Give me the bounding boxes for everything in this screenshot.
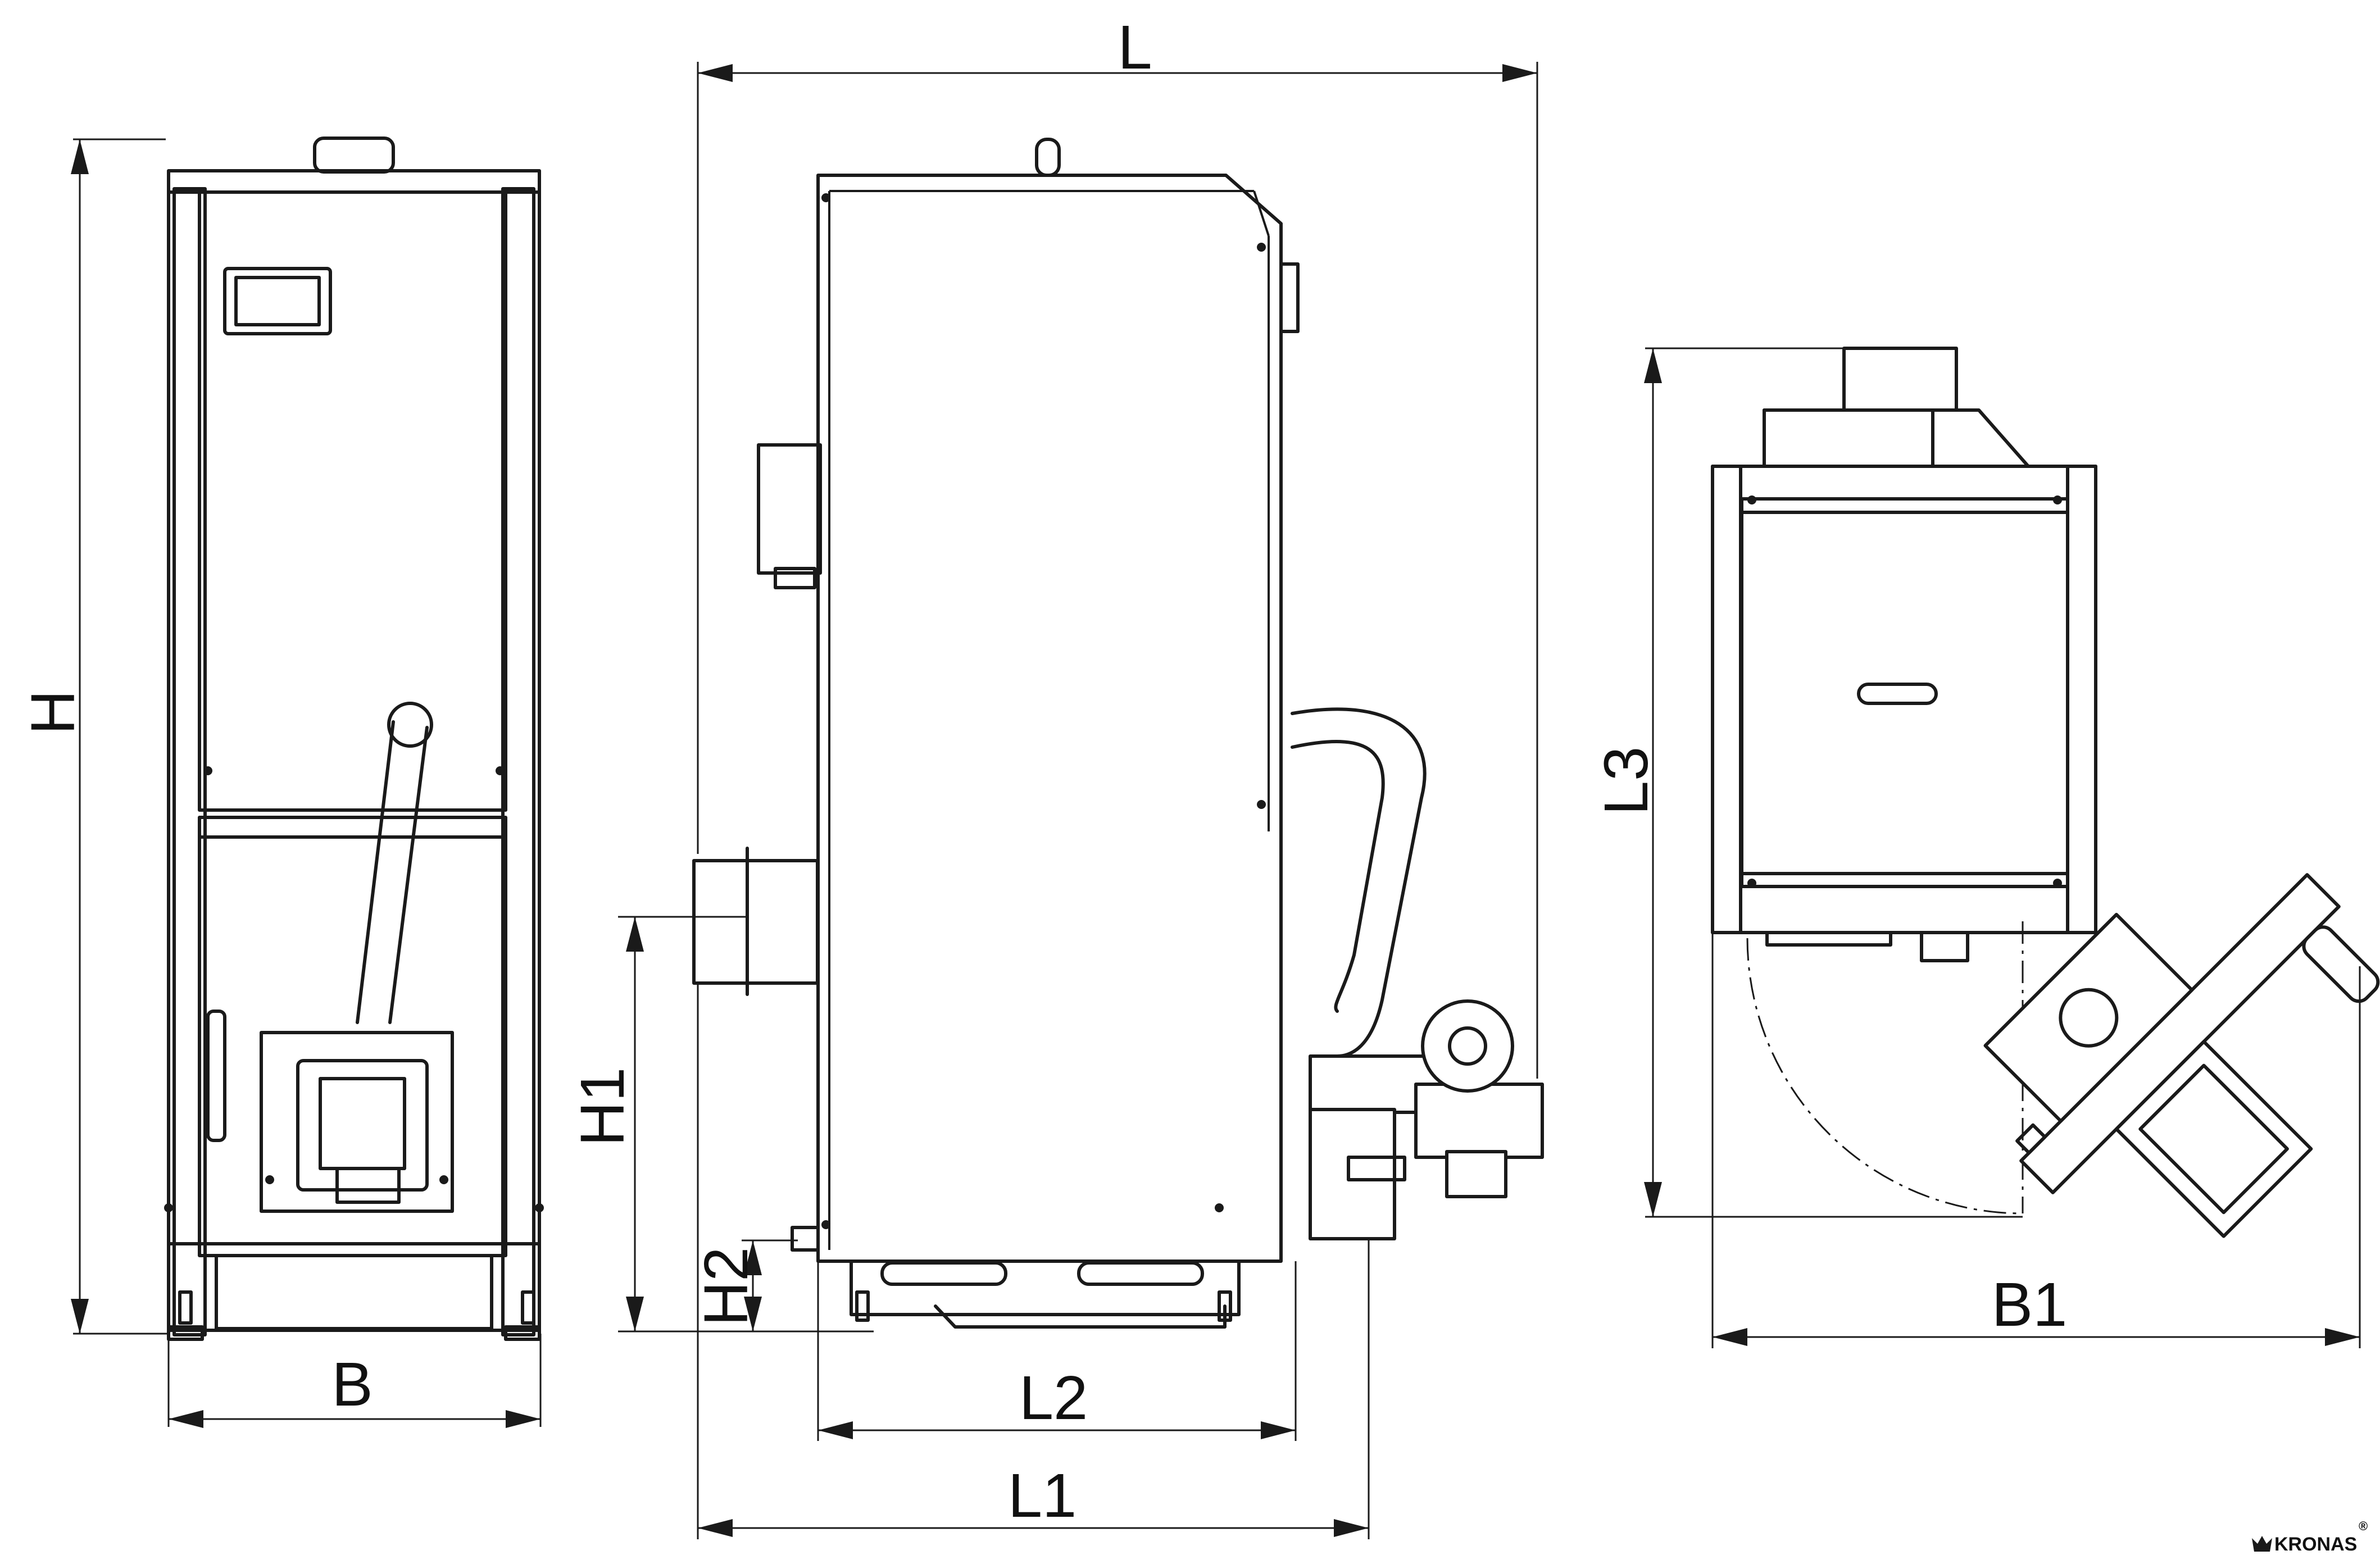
- brand-name: KRONAS: [2274, 1534, 2357, 1555]
- side-dimensions: L L1 L2 H1 H2: [568, 13, 1538, 1539]
- brand-logo: KRONAS ®: [2252, 1519, 2368, 1555]
- dimension-l-label: L: [1118, 13, 1152, 82]
- dimension-b1-label: B1: [1992, 1270, 2068, 1339]
- dimension-h1-label: H1: [568, 1067, 637, 1147]
- dimension-b-label: B: [331, 1350, 373, 1419]
- top-dimensions: L3 B1: [1592, 347, 2361, 1348]
- crown-icon: [2252, 1536, 2272, 1552]
- dimension-h-label: H: [19, 690, 88, 734]
- front-dimensions: H B: [19, 138, 542, 1428]
- dimension-l3-label: L3: [1592, 747, 1661, 815]
- dimension-l1-label: L1: [1008, 1461, 1077, 1530]
- top-view: [1711, 347, 2380, 1238]
- dimension-h2-label: H2: [692, 1247, 761, 1326]
- brand-registered-mark: ®: [2359, 1519, 2368, 1533]
- dimension-l2-label: L2: [1019, 1363, 1088, 1433]
- front-view: [164, 137, 544, 1341]
- side-view: [692, 138, 1544, 1329]
